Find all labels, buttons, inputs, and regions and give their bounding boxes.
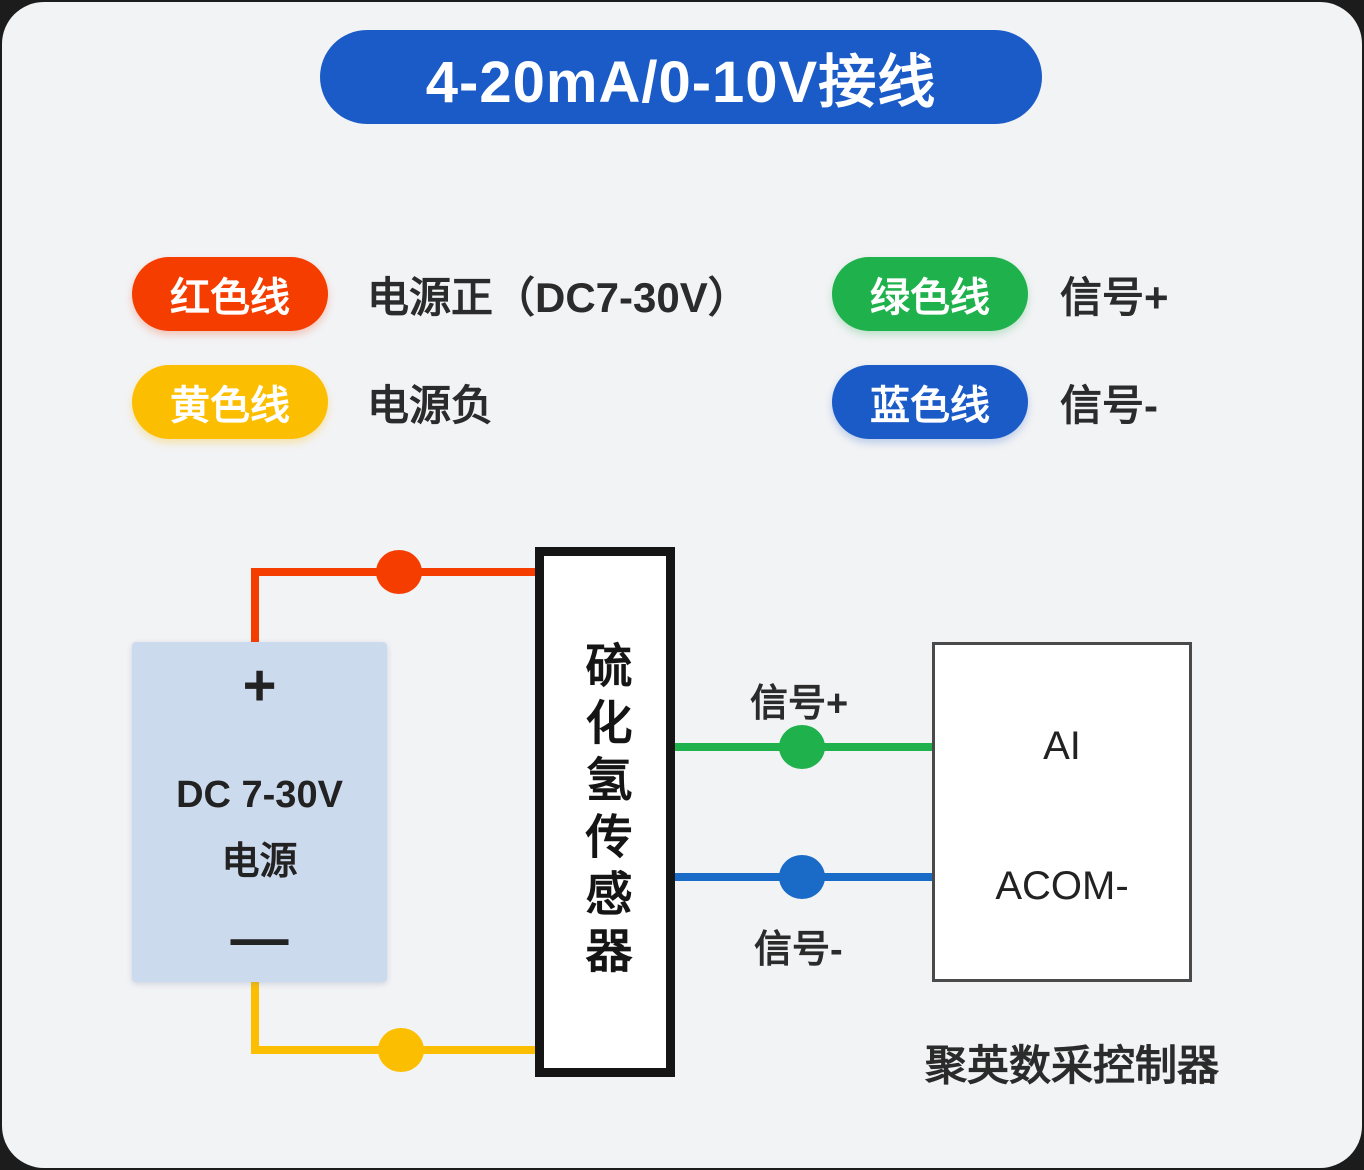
- legend-desc-power-positive: 电源正（DC7-30V）: [367, 273, 750, 321]
- power-supply-voltage-label: DC 7-30V: [176, 774, 343, 816]
- red-wire-vertical-segment: [251, 570, 259, 648]
- legend-pill-blue-wire: 蓝色线: [832, 365, 1028, 439]
- controller-box: [932, 642, 1192, 982]
- power-supply-name-label: 电源: [221, 841, 298, 883]
- page-title: 4-20mA/0-10V接线: [320, 30, 1042, 124]
- power-positive-terminal: +: [242, 653, 277, 718]
- red-wire-junction-dot: [376, 550, 422, 594]
- yellow-wire-vertical-segment: [251, 978, 259, 1054]
- power-supply-box: [132, 642, 387, 982]
- green-wire-junction-dot: [779, 725, 825, 769]
- yellow-wire-junction-dot: [378, 1028, 424, 1072]
- legend-desc-power-negative: 电源负: [367, 381, 494, 429]
- legend-desc-signal-minus: 信号-: [1060, 381, 1158, 429]
- controller-caption: 聚英数采控制器: [924, 1042, 1219, 1089]
- sensor-label: 硫化氢传感器: [578, 641, 632, 983]
- sensor-box: 硫化氢传感器: [535, 547, 675, 1077]
- legend-pill-red-wire: 红色线: [132, 257, 328, 331]
- controller-port-ai: AI: [1043, 724, 1081, 768]
- controller-port-acom: ACOM-: [995, 864, 1129, 908]
- legend-pill-green-wire: 绿色线: [832, 257, 1028, 331]
- blue-wire-junction-dot: [779, 855, 825, 899]
- power-negative-terminal: —: [230, 906, 289, 971]
- legend-desc-signal-plus: 信号+: [1060, 273, 1169, 321]
- signal-plus-wire-label: 信号+: [750, 683, 849, 725]
- signal-minus-wire-label: 信号-: [754, 929, 843, 971]
- legend-pill-yellow-wire: 黄色线: [132, 365, 328, 439]
